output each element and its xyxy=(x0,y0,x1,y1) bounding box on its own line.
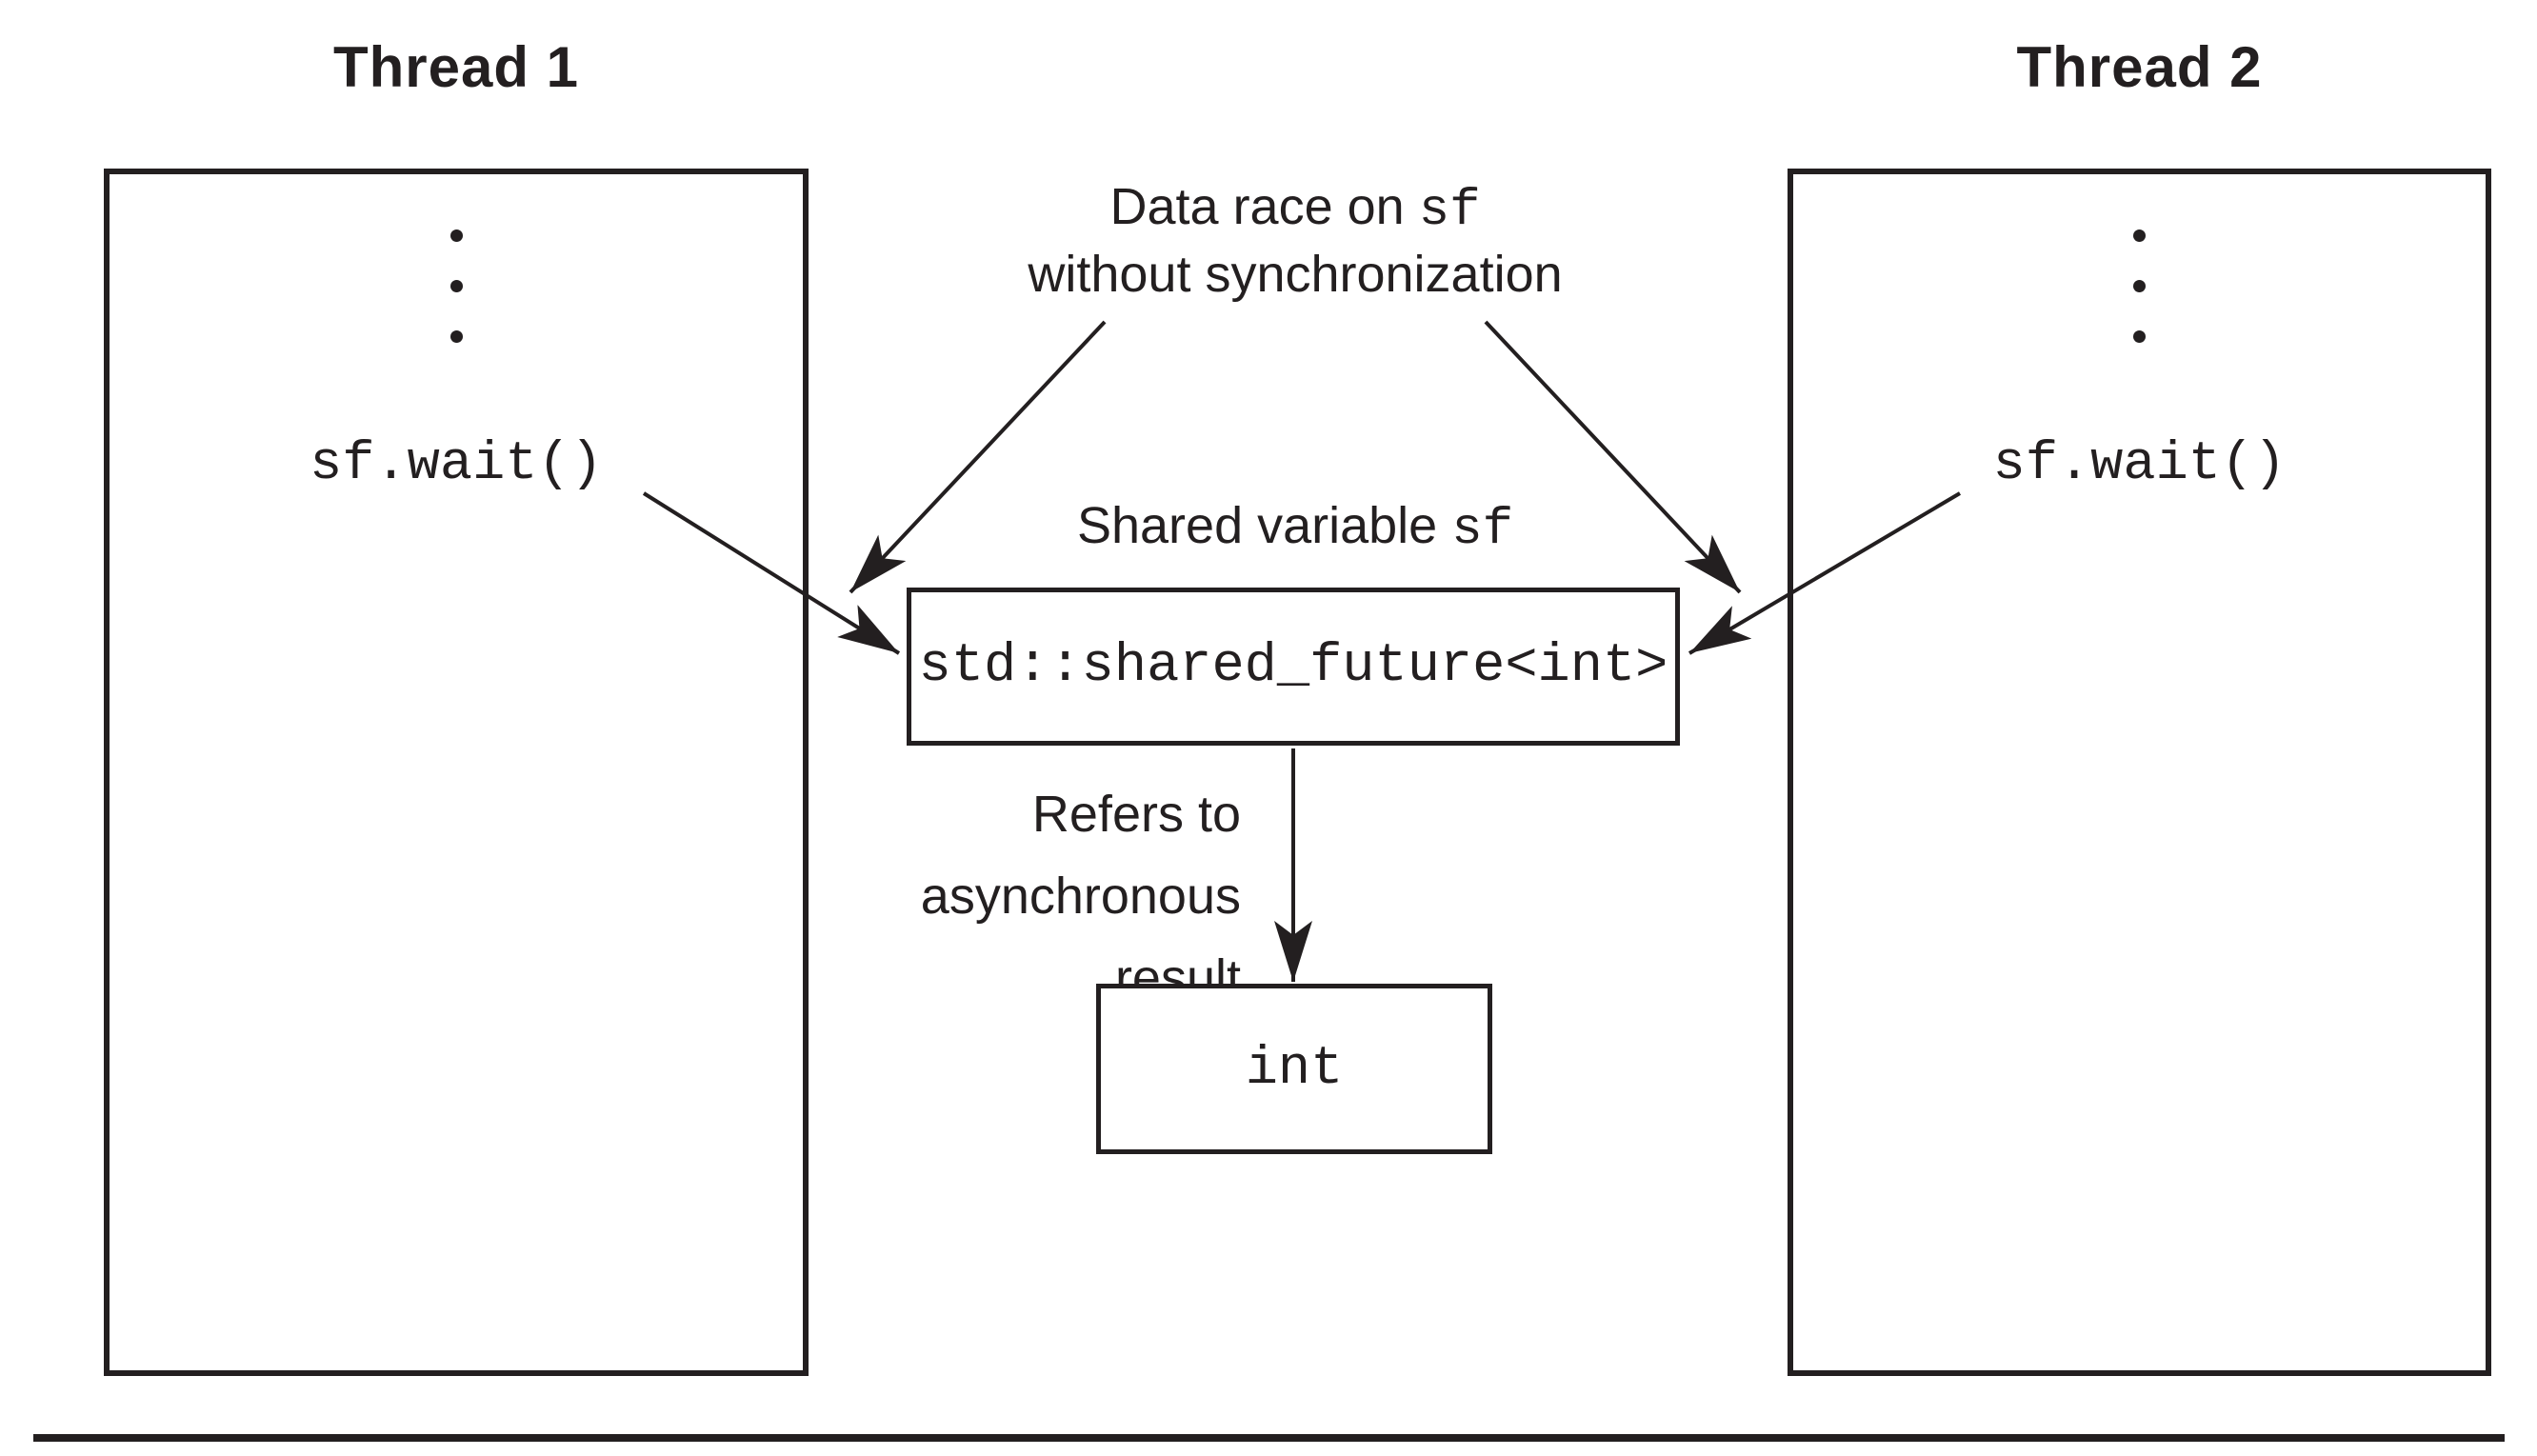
refers-line2: asynchronous xyxy=(920,868,1241,925)
data-race-label: Data race on sf without synchronization xyxy=(819,175,1771,307)
refers-line1: Refers to xyxy=(1031,786,1241,843)
shared-variable-label: Shared variable sf xyxy=(819,496,1771,560)
thread1-wait-call: sf.wait() xyxy=(310,434,603,495)
data-race-line1-text: Data race on xyxy=(1109,178,1419,235)
thread1-box xyxy=(104,169,809,1376)
thread2-box xyxy=(1788,169,2491,1376)
int-result-box: int xyxy=(1096,984,1492,1154)
thread1-title: Thread 1 xyxy=(332,35,580,99)
ellipsis-dot xyxy=(449,330,463,343)
thread2-title: Thread 2 xyxy=(2016,35,2263,99)
shared-variable-text: Shared variable xyxy=(1076,497,1452,554)
ellipsis-dot xyxy=(449,229,463,242)
refers-to-label: Refers to asynchronous result xyxy=(812,773,1241,1019)
shared-variable-code: sf xyxy=(1451,501,1514,559)
ellipsis-dot xyxy=(449,280,463,292)
data-race-line2: without synchronization xyxy=(1028,246,1563,303)
figure-bottom-rule xyxy=(33,1434,2505,1442)
ellipsis-dot xyxy=(2133,330,2146,343)
ellipsis-dot xyxy=(2133,229,2146,242)
data-race-line1-code: sf xyxy=(1418,182,1481,240)
data-race-line1: Data race on sf xyxy=(819,175,1771,243)
shared-future-box: std::shared_future<int> xyxy=(907,588,1680,746)
int-code: int xyxy=(1245,1038,1344,1100)
shared-future-code: std::shared_future<int> xyxy=(918,636,1668,697)
thread1-ellipsis xyxy=(110,229,803,343)
thread2-ellipsis xyxy=(1793,229,2486,343)
thread2-wait-call: sf.wait() xyxy=(1992,434,2287,495)
ellipsis-dot xyxy=(2133,280,2146,292)
